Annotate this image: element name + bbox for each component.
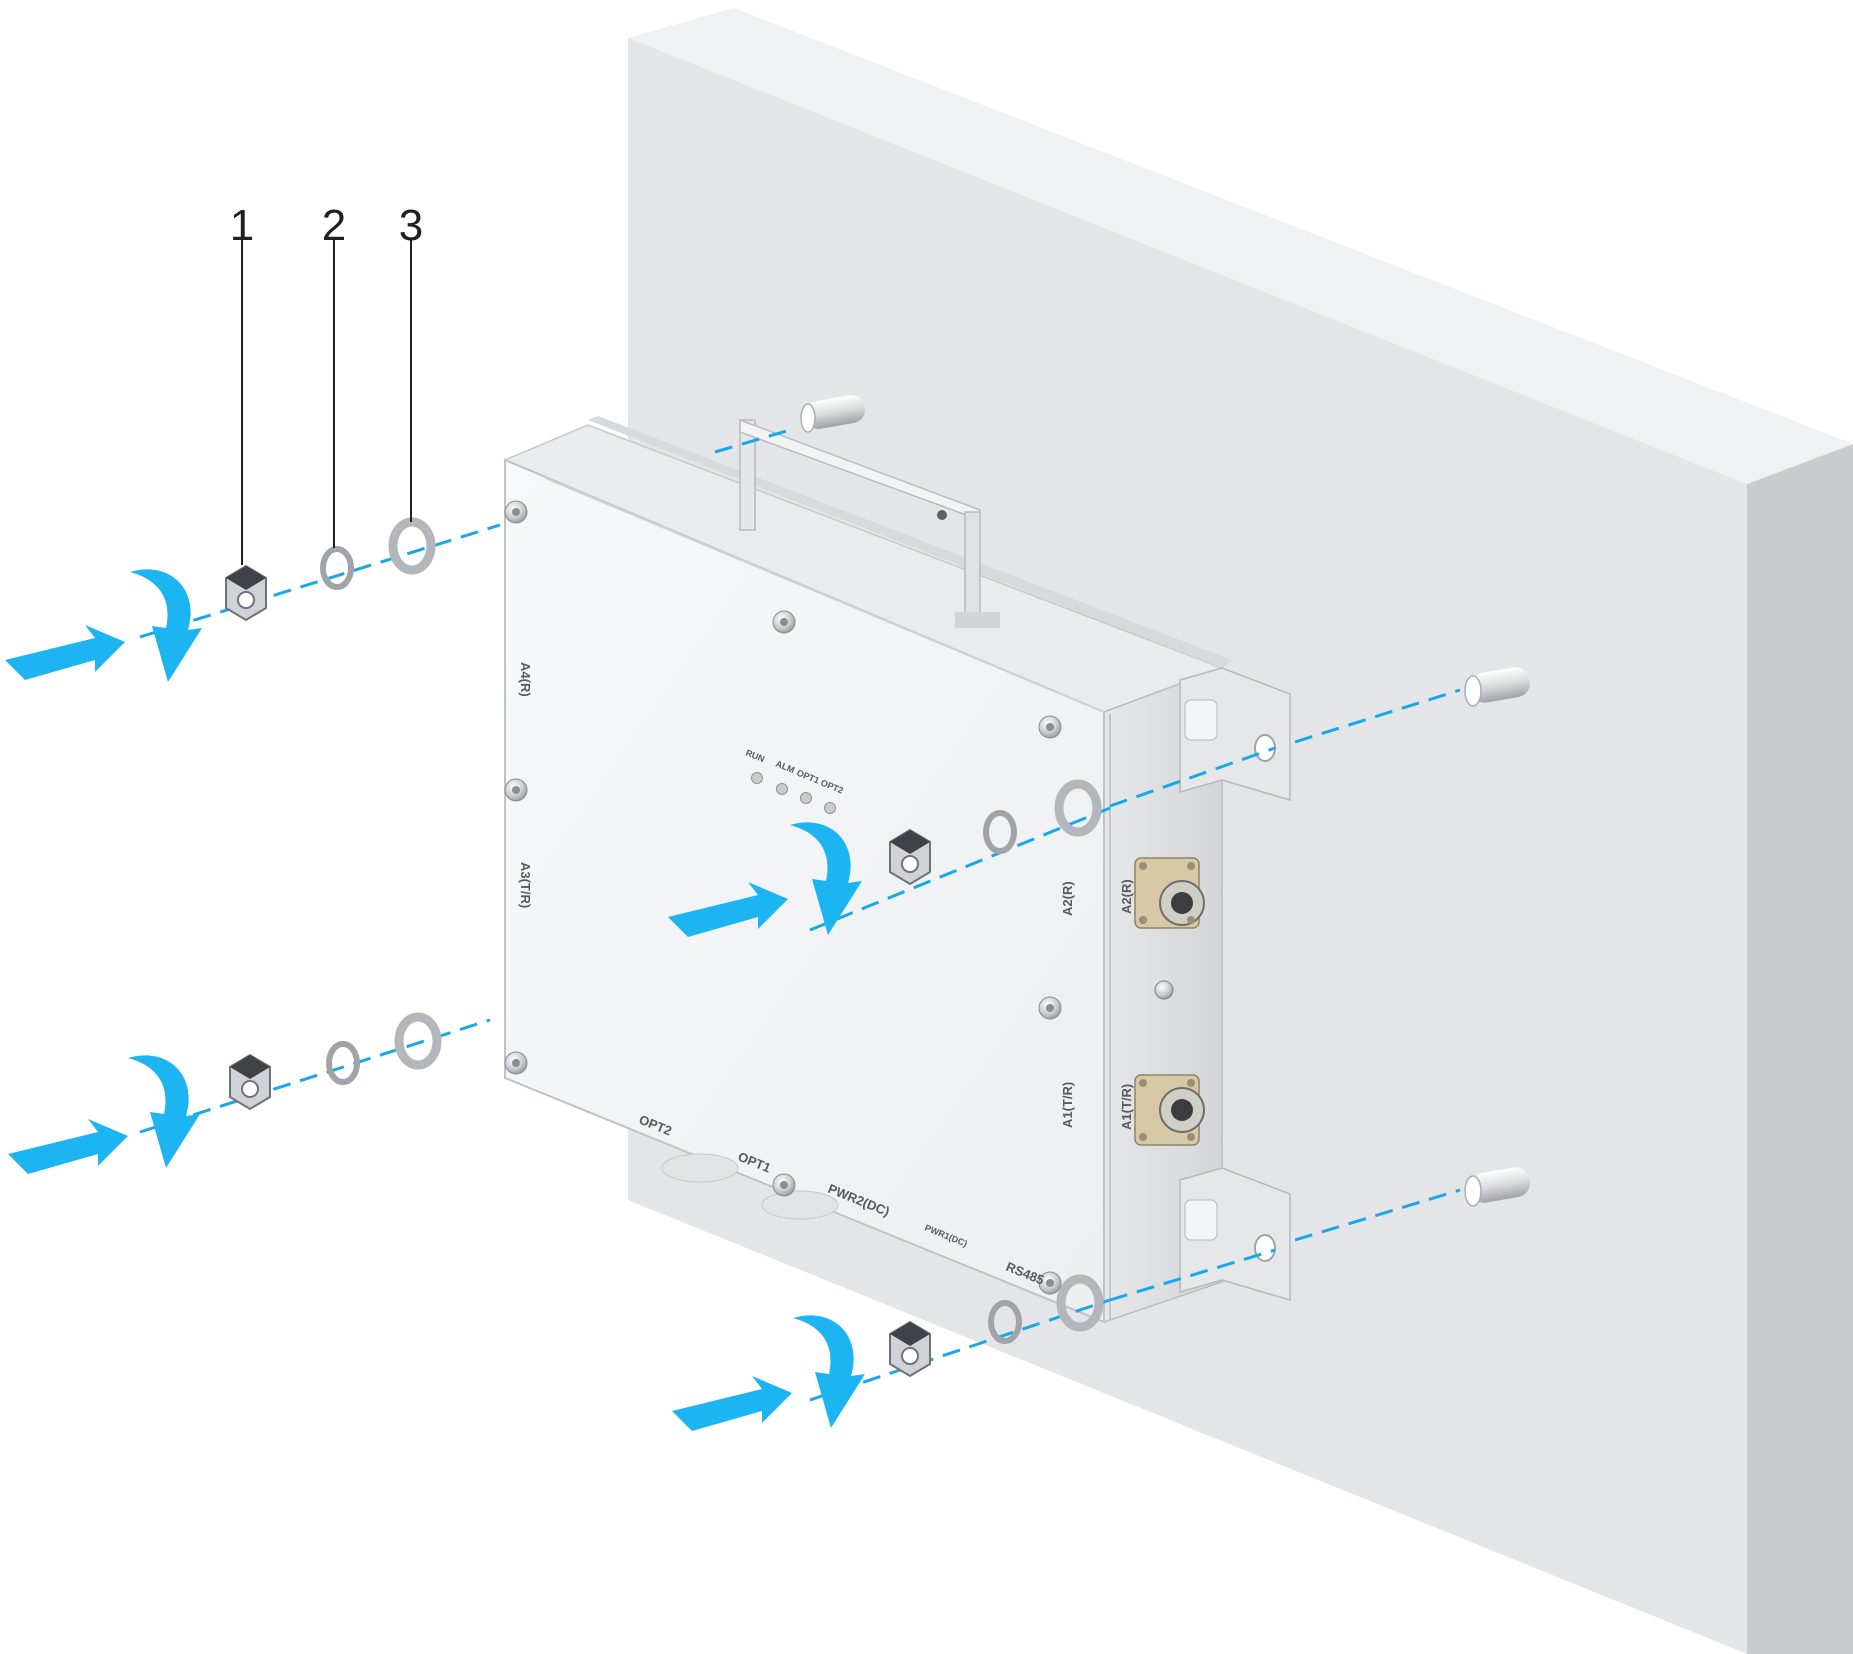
panel-screw-icon [772, 1173, 796, 1197]
rotate-arrows [128, 569, 865, 1428]
mounting-bracket-top [1179, 667, 1291, 802]
handle [739, 418, 1000, 628]
spring-washer-icon [326, 1041, 360, 1085]
callout-number-3: 3 [399, 201, 423, 250]
port-label-a4: A4(R) [518, 662, 533, 697]
expansion-bolt-icon [1464, 667, 1530, 707]
alignment-line [1294, 1188, 1461, 1242]
hex-nut-icon [889, 1320, 931, 1378]
bottom-connector-opt2 [661, 1153, 739, 1183]
hex-nut-icon [229, 1053, 271, 1111]
alignment-line [1294, 688, 1461, 744]
alignment-line [139, 1018, 491, 1134]
handle-rivet [937, 510, 947, 520]
hex-nut-icon [225, 564, 267, 622]
side-label-a1: A1(T/R) [1119, 1084, 1134, 1130]
spring-washer-icon [983, 810, 1017, 854]
hex-nut-icon [889, 828, 931, 886]
clockwise-rotate-arrow-icon [793, 1315, 865, 1428]
panel-screw-icon [504, 500, 528, 524]
alignment-line [714, 428, 791, 454]
panel-screw-icon [1038, 715, 1062, 739]
alignment-line [1109, 1248, 1276, 1302]
port-label-a1: A1(T/R) [1060, 1082, 1075, 1128]
fastener-set-top-left [225, 517, 436, 622]
alignment-line [809, 806, 1111, 932]
panel-screw-icon [1038, 996, 1062, 1020]
push-arrow-icon [8, 1119, 128, 1174]
mounting-bracket-bottom [1179, 1167, 1291, 1302]
ground-screw-icon [1154, 980, 1174, 1000]
fastener-set-bottom-right [889, 1274, 1104, 1378]
alignment-line [139, 523, 501, 639]
fastener-set-middle-right [889, 779, 1102, 886]
clockwise-rotate-arrow-icon [128, 1055, 200, 1168]
clockwise-rotate-arrow-icon [790, 822, 862, 935]
push-arrow-icon [672, 1376, 792, 1431]
bracket-tab [1184, 1199, 1218, 1241]
flat-washer-icon [388, 517, 436, 575]
push-arrows [5, 625, 792, 1431]
push-arrow-icon [668, 882, 788, 937]
bracket-tab [1184, 699, 1218, 741]
bracket-hole [1254, 1234, 1276, 1262]
expansion-bolt-icon [1464, 1167, 1530, 1207]
spring-washer-icon [320, 546, 354, 590]
panel-screw-icon [1038, 1271, 1062, 1295]
callout-number-2: 2 [322, 201, 346, 250]
push-arrow-icon [5, 625, 125, 680]
port-label-a2: A2(R) [1060, 881, 1075, 916]
wall-top-edge [628, 8, 1853, 484]
side-label-a2: A2(R) [1119, 879, 1134, 914]
side-connector-a1 [1134, 1074, 1205, 1146]
alignment-lines [139, 428, 1461, 1402]
side-connector-a2 [1134, 857, 1205, 929]
panel-screws [504, 500, 1062, 1295]
port-label-a3: A3(T/R) [518, 862, 533, 908]
spring-washer-icon [988, 1300, 1022, 1344]
clockwise-rotate-arrow-icon [130, 569, 202, 682]
flat-washer-icon [394, 1012, 442, 1070]
flat-washer-icon [1054, 779, 1102, 837]
panel-screw-icon [504, 1051, 528, 1075]
callout-number-1: 1 [230, 201, 254, 250]
wall-side-face [1747, 444, 1853, 1654]
callouts: 1 2 3 [230, 201, 423, 565]
flat-washer-icon [1056, 1274, 1104, 1332]
panel-screw-icon [504, 778, 528, 802]
panel-screw-icon [772, 610, 796, 634]
device-top-edge-line [544, 477, 1105, 713]
expansion-bolt-icon [800, 395, 865, 433]
fastener-set-bottom-left [229, 1012, 442, 1111]
bottom-connector-pwr2 [761, 1190, 839, 1220]
alignment-line [1109, 746, 1276, 808]
